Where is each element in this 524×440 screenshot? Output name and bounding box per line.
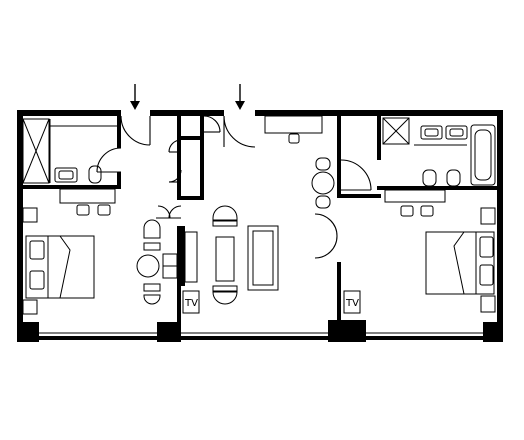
bathroom-2-fixtures (382, 117, 496, 187)
tv-label-right: TV (345, 298, 359, 309)
entry-arrow-right (235, 84, 245, 110)
living-room-furniture (184, 115, 335, 305)
exterior-walls (17, 110, 503, 342)
entry-arrow-left (130, 84, 140, 110)
bedroom-2-furniture (343, 189, 496, 314)
doors (96, 115, 372, 259)
bathroom-1-fixtures (22, 118, 117, 184)
tv-label-left: TV (184, 298, 198, 309)
interior-walls (17, 116, 497, 322)
bedroom-1-furniture (22, 188, 200, 315)
